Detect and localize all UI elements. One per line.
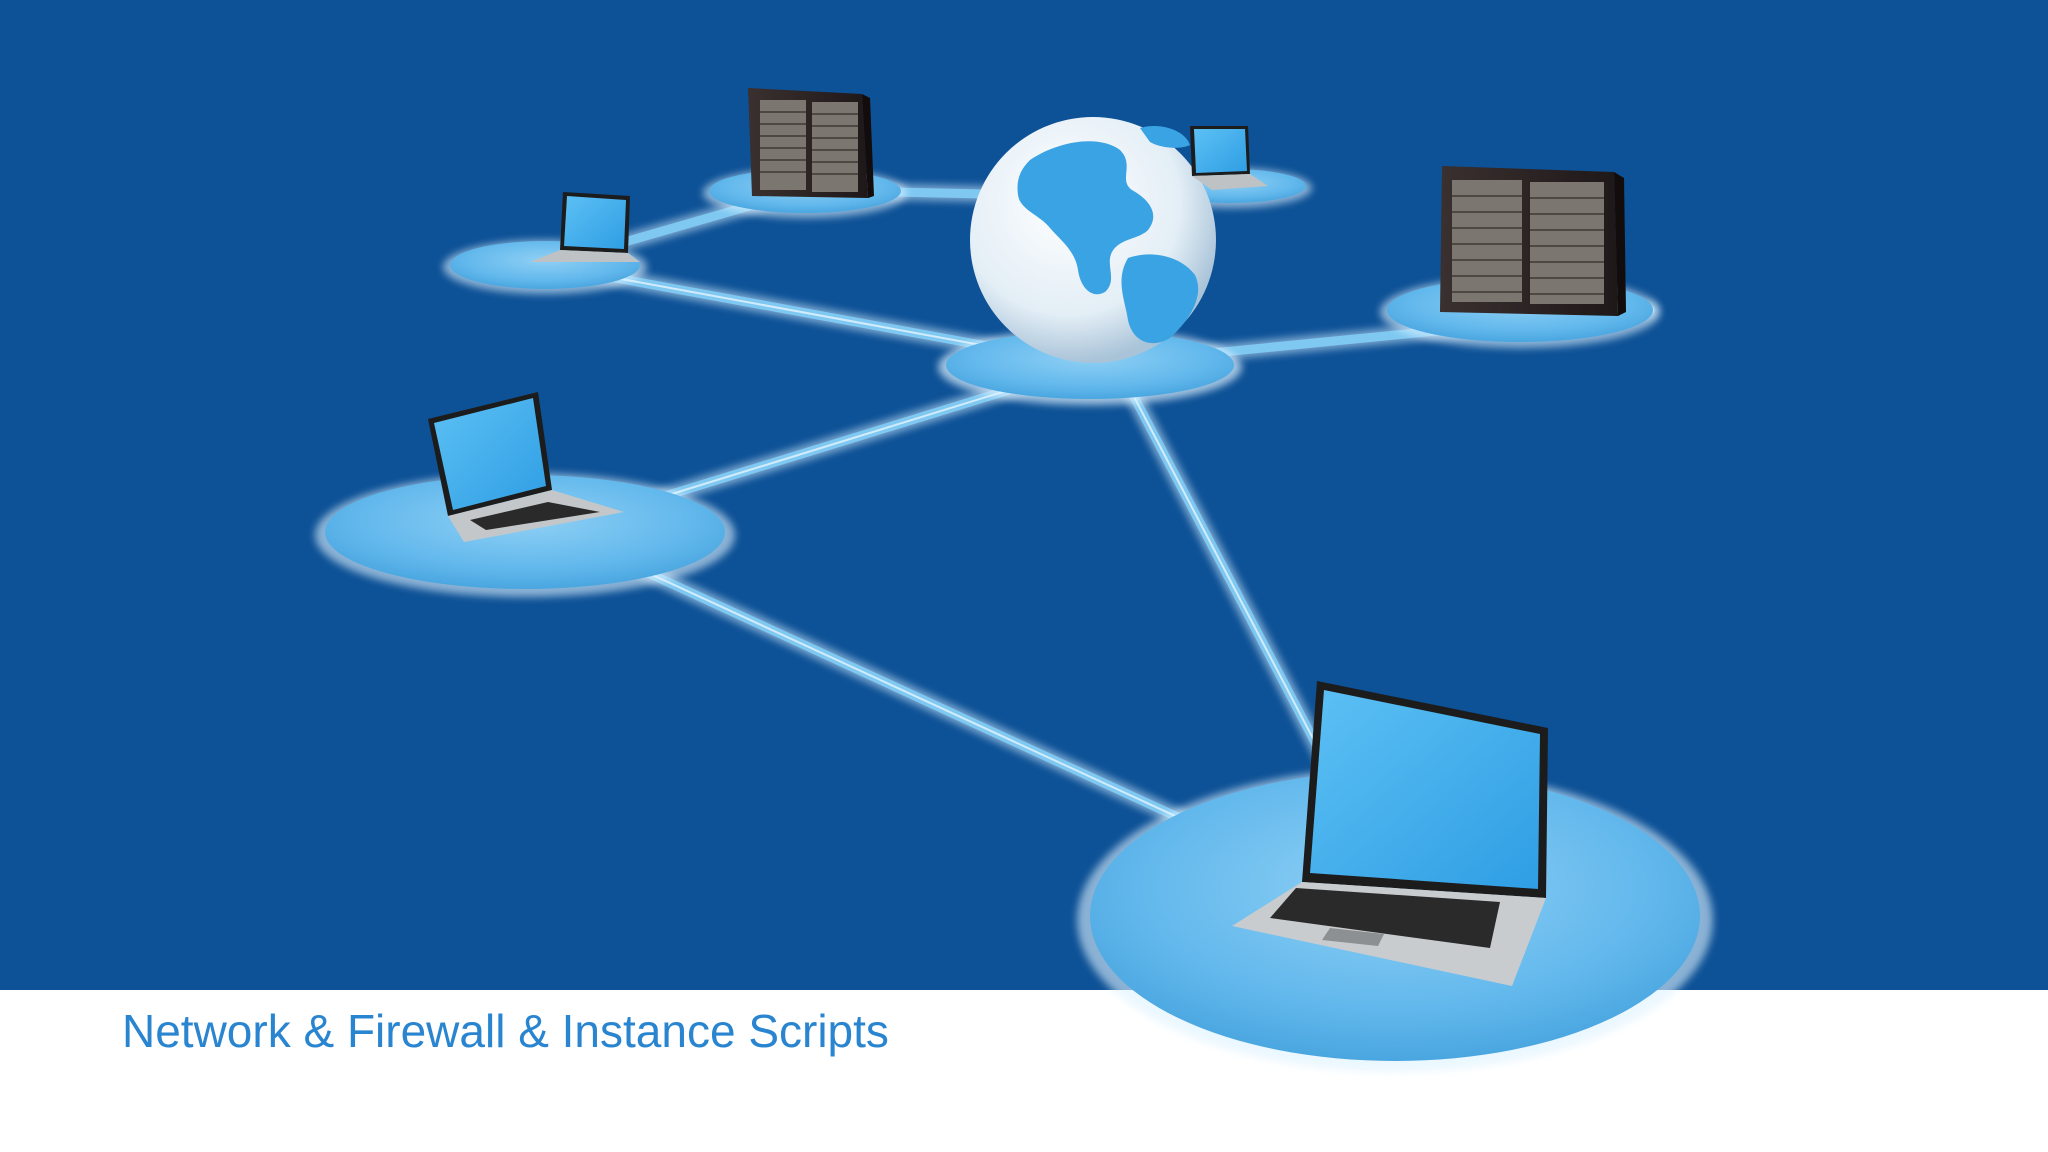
platform-mid-left	[315, 473, 735, 597]
laptop-icon	[530, 192, 640, 262]
laptop-icon	[1232, 681, 1548, 986]
server-rack-icon	[748, 88, 874, 198]
slide-caption: Network & Firewall & Instance Scripts	[122, 1005, 889, 1057]
globe-icon	[970, 117, 1216, 363]
platform-hub	[938, 329, 1242, 405]
server-rack-icon	[1440, 166, 1626, 316]
laptop-icon	[1190, 126, 1268, 190]
laptop-icon	[428, 392, 624, 542]
